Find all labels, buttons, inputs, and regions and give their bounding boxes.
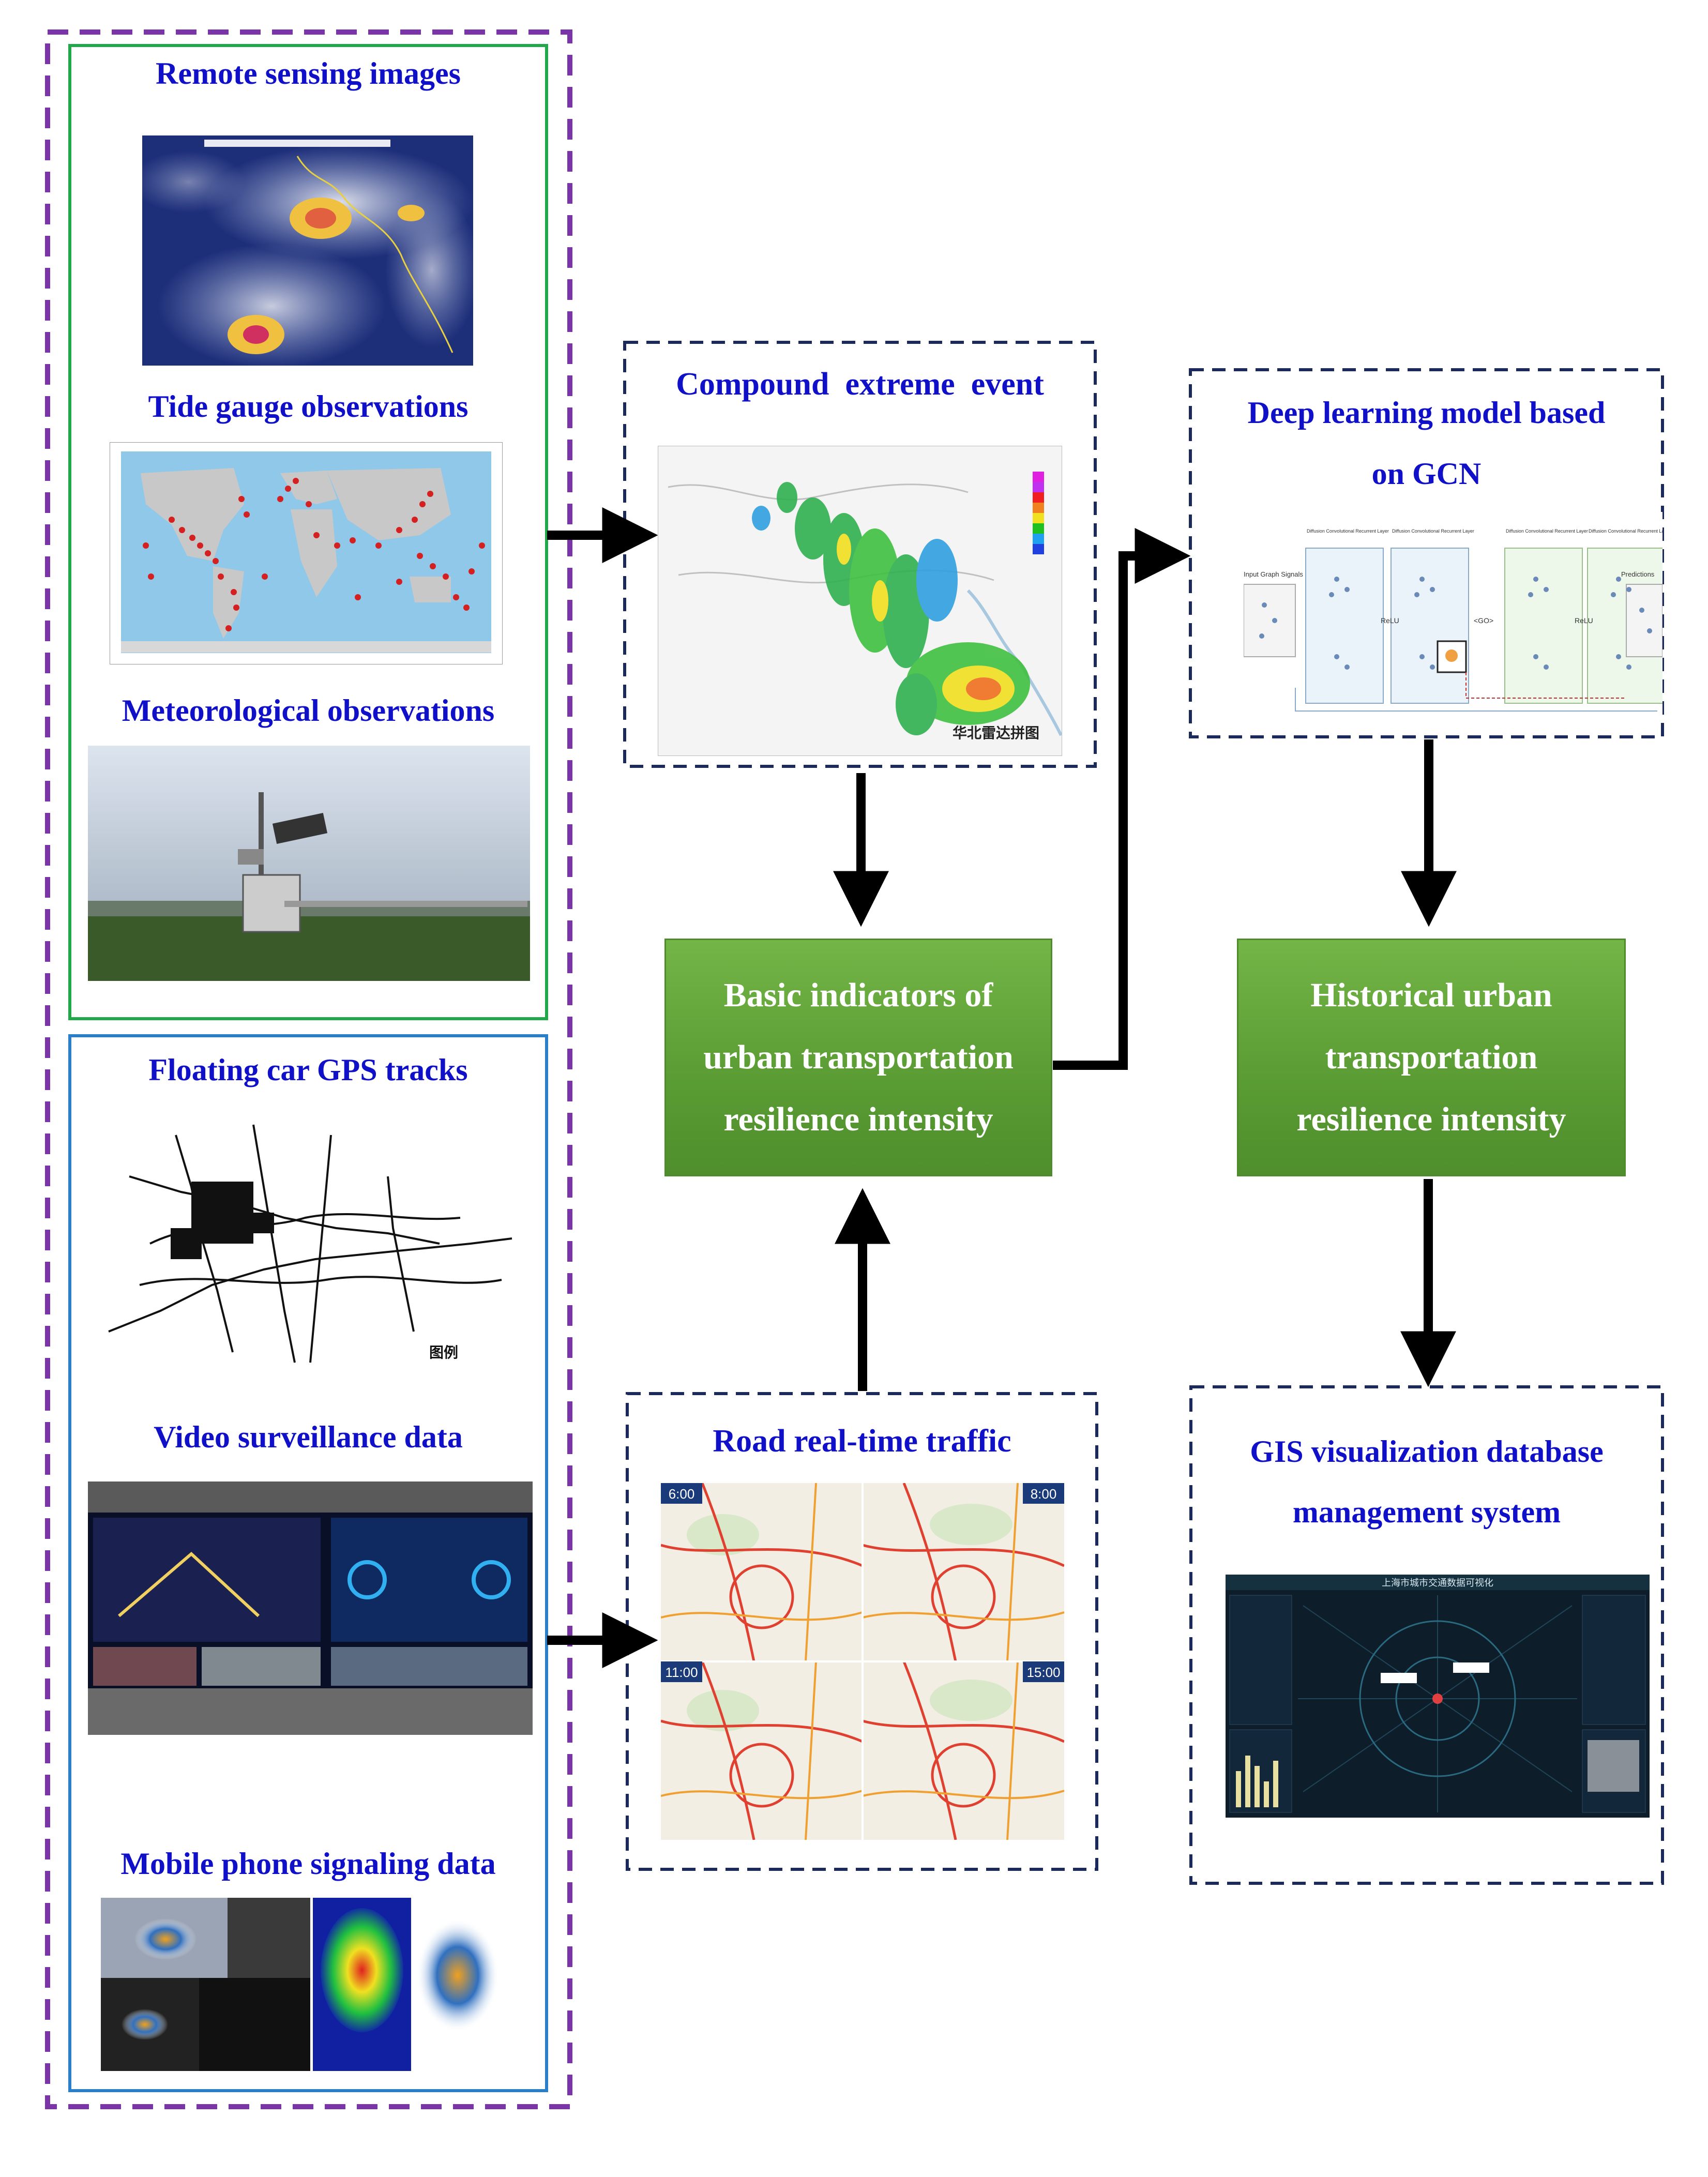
- gcn-layer-label-3: Diffusion Convolutional Recurrent Layer: [1506, 528, 1588, 534]
- arrow-basic-to-deep: [1053, 528, 1191, 1070]
- radar-echo-cells: [752, 482, 1030, 735]
- radar-mosaic-caption: 华北雷达拼图: [953, 724, 1039, 742]
- mobile-signaling-title: Mobile phone signaling data: [120, 1847, 496, 1881]
- mobile-signal-heatmaps: [101, 1898, 515, 2071]
- outer-data-frame: [45, 29, 572, 2109]
- gis-title-line2: management system: [1292, 1495, 1561, 1529]
- gis-screen-title: 上海市城市交通数据可视化: [1382, 1578, 1493, 1589]
- gcn-predictions-label: Predictions: [1621, 570, 1655, 578]
- historical-line3: resilience intensity: [1296, 1100, 1566, 1138]
- deep-learning-frame: [1189, 368, 1664, 738]
- basic-indicators-line2: urban transportation: [703, 1038, 1014, 1076]
- basic-indicators-box: Basic indicators of urban transportation…: [664, 939, 1052, 1176]
- gcn-relu-label-2: ReLU: [1575, 616, 1593, 625]
- meteorological-title: Meteorological observations: [122, 693, 495, 728]
- historical-resilience-box: Historical urban transportation resilien…: [1237, 939, 1626, 1176]
- basic-indicators-line3: resilience intensity: [723, 1100, 993, 1138]
- traffic-label-8am: 8:00: [1031, 1486, 1057, 1502]
- gcn-relu-label-1: ReLU: [1381, 616, 1399, 625]
- tide-gauge-map: [110, 442, 503, 664]
- deep-learning-title-line2: on GCN: [1371, 457, 1482, 491]
- tide-gauge-points: [143, 478, 485, 631]
- gcn-layer-label-2: Diffusion Convolutional Recurrent Layer: [1392, 528, 1474, 534]
- traffic-maps-grid: 6:00 8:00 11:00 15:00: [661, 1483, 1064, 1840]
- video-wall-photo: [88, 1481, 533, 1735]
- historical-line1: Historical urban: [1310, 976, 1552, 1014]
- remote-sensing-title: Remote sensing images: [156, 56, 461, 90]
- deep-learning-title-line1: Deep learning model based: [1247, 396, 1606, 430]
- gps-legend-label: 图例: [429, 1344, 458, 1361]
- gis-dashboard-screenshot: 上海市城市交通数据可视化: [1226, 1575, 1650, 1818]
- gis-title-line1: GIS visualization database: [1250, 1434, 1604, 1469]
- basic-indicators-line1: Basic indicators of: [723, 976, 993, 1014]
- video-surveillance-title: Video surveillance data: [154, 1420, 463, 1454]
- weather-station-photo: [88, 746, 530, 981]
- compound-event-title: Compound extreme event: [676, 367, 1044, 402]
- remote-sensing-image: [142, 135, 473, 366]
- gcn-input-label: Input Graph Signals: [1244, 570, 1303, 578]
- gis-frame: [1189, 1385, 1664, 1885]
- traffic-data-frame: [68, 1034, 548, 2092]
- gps-tracks-map: 图例: [98, 1114, 522, 1378]
- road-traffic-title: Road real-time traffic: [713, 1424, 1011, 1459]
- gcn-architecture-diagram: Input Graph Signals Diffusion Convolutio…: [1244, 512, 1662, 719]
- historical-line2: transportation: [1325, 1038, 1538, 1076]
- traffic-label-6am: 6:00: [669, 1486, 695, 1502]
- gcn-go-label: <GO>: [1474, 616, 1493, 625]
- tide-gauge-title: Tide gauge observations: [148, 389, 468, 424]
- gcn-layer-label-1: Diffusion Convolutional Recurrent Layer: [1307, 528, 1389, 534]
- floating-car-title: Floating car GPS tracks: [148, 1053, 468, 1087]
- traffic-label-11am: 11:00: [665, 1665, 698, 1680]
- radar-color-scale: [1033, 472, 1044, 554]
- radar-mosaic-map: 华北雷达拼图: [658, 446, 1062, 756]
- environment-data-frame: [68, 44, 548, 1020]
- traffic-time-labels: 6:00 8:00 11:00 15:00: [661, 1483, 1064, 1682]
- traffic-label-3pm: 15:00: [1026, 1665, 1060, 1680]
- gcn-layer-label-4: Diffusion Convolutional Recurrent Layer: [1589, 528, 1662, 534]
